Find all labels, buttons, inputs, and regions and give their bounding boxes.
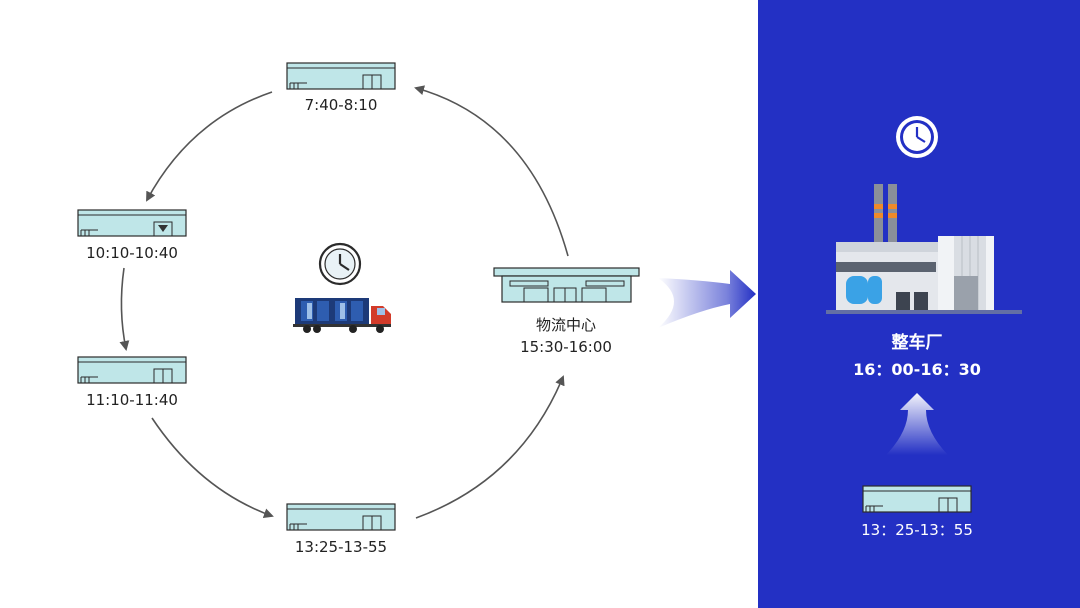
stop-time-label: 13:25-13-55	[294, 538, 388, 556]
warehouse-icon	[77, 356, 187, 384]
warehouse-icon	[77, 209, 187, 237]
flow-arrow-3	[151, 417, 274, 518]
logistics-center-time: 15:30-16:00	[520, 338, 612, 356]
flow-arrow-2	[119, 267, 130, 351]
logistics-center-name: 物流中心	[535, 316, 596, 334]
stop-time-label: 10:10-10:40	[86, 244, 178, 262]
transfer-arrow	[658, 270, 756, 328]
factory-name: 整车厂	[891, 333, 943, 353]
truck-icon	[293, 298, 391, 333]
warehouse-icon	[286, 62, 396, 90]
stop-time-label: 7:40-8:10	[304, 96, 378, 114]
factory-icon	[826, 184, 1022, 314]
stop-time-label: 11:10-11:40	[86, 391, 178, 409]
warehouse-icon	[862, 485, 972, 513]
logistics-center-icon	[493, 267, 640, 303]
flow-arrow-4	[415, 375, 565, 519]
flow-arrow-5	[414, 85, 569, 257]
clock-icon	[896, 116, 938, 158]
supply-arrow	[886, 393, 948, 455]
warehouse-icon	[286, 503, 396, 531]
supplier-time: 13：25-13：55	[861, 521, 973, 539]
factory-time: 16：00-16：30	[853, 360, 981, 379]
flow-arrow-1	[146, 91, 273, 202]
clock-icon	[318, 242, 362, 286]
